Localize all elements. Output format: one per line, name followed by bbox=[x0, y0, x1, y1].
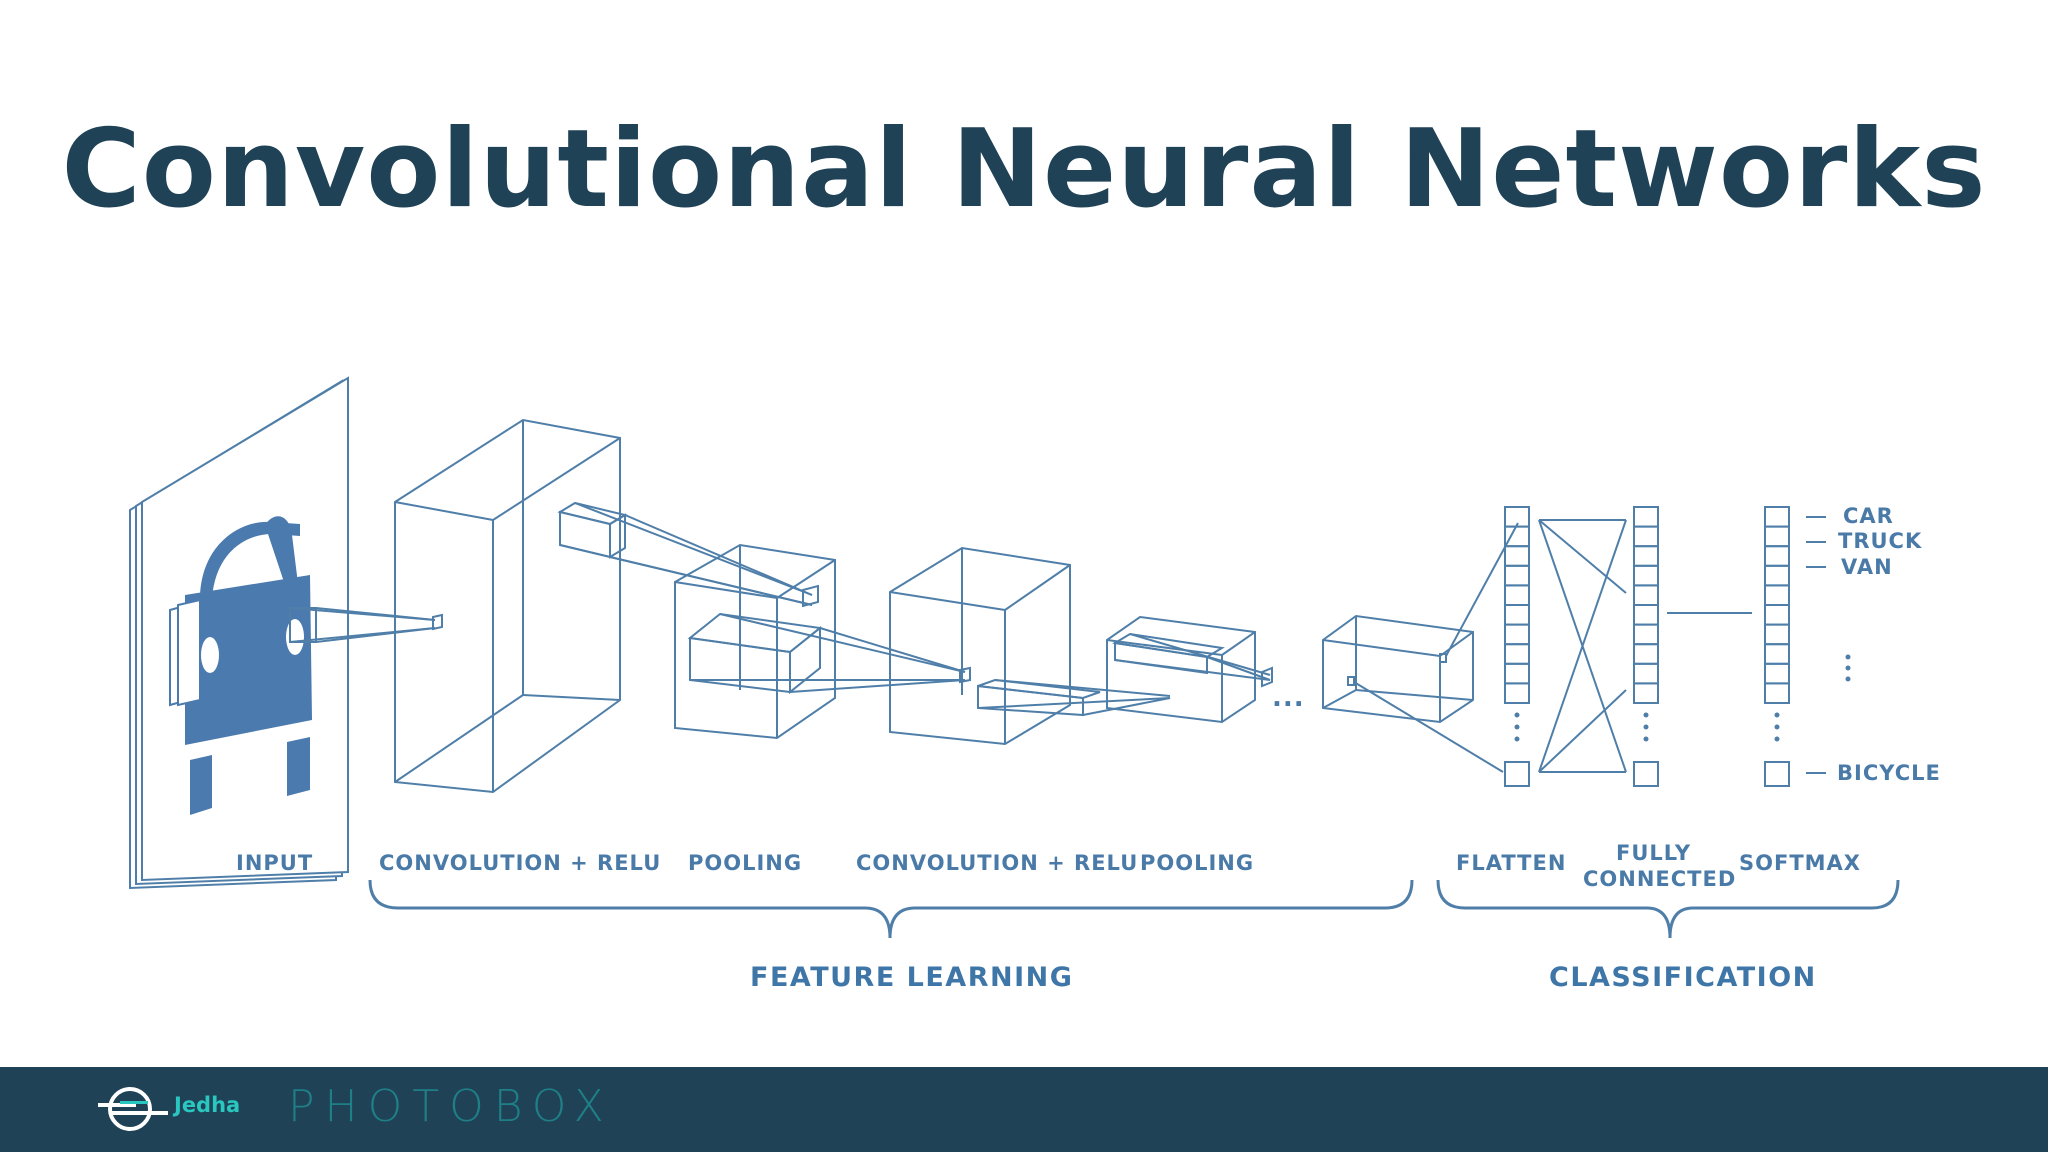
vertical-ellipsis-dot bbox=[1514, 736, 1520, 742]
neuron-cell bbox=[1504, 643, 1530, 665]
class-bicycle: BICYCLE bbox=[1837, 761, 1941, 785]
conv2-volume bbox=[889, 546, 1171, 746]
jedha-logo-icon bbox=[98, 1087, 168, 1131]
neuron-cell bbox=[1633, 643, 1659, 665]
neuron-cell bbox=[1504, 662, 1530, 685]
vertical-ellipsis-dot bbox=[1774, 724, 1780, 730]
footer-bar: Jedha PHOTOBOX bbox=[0, 1067, 2048, 1152]
neuron-cell bbox=[1633, 662, 1659, 685]
class-car: CAR bbox=[1843, 504, 1894, 528]
neuron-cell bbox=[1764, 623, 1790, 646]
classification-brace bbox=[1436, 879, 1900, 939]
fully-connected-column bbox=[1633, 506, 1659, 787]
neuron-cell bbox=[1633, 584, 1659, 607]
label-softmax: SOFTMAX bbox=[1739, 851, 1861, 875]
neuron-cell bbox=[1504, 604, 1530, 626]
neuron-cell bbox=[1504, 682, 1530, 705]
connection-lines bbox=[1353, 519, 1752, 773]
neuron-cell bbox=[1764, 682, 1790, 705]
neuron-cell bbox=[1764, 584, 1790, 607]
cnn-diagram: ... CAR TRUCK VAN bbox=[129, 376, 1941, 993]
neuron-cell bbox=[1764, 545, 1790, 567]
vertical-ellipsis-dot bbox=[1774, 712, 1780, 718]
neuron-cell bbox=[1764, 506, 1790, 528]
neuron-cell bbox=[1633, 545, 1659, 567]
label-pool2: POOLING bbox=[1140, 851, 1254, 875]
jedha-brand: Jedha bbox=[174, 1093, 241, 1117]
class-truck: TRUCK bbox=[1838, 529, 1922, 553]
neuron-cell bbox=[1764, 604, 1790, 626]
vertical-ellipsis-dot bbox=[1774, 736, 1780, 742]
label-conv2: CONVOLUTION + RELU bbox=[856, 851, 1138, 875]
input-image bbox=[129, 376, 436, 890]
neuron-cell-last bbox=[1764, 761, 1790, 787]
pool1-volume bbox=[674, 543, 966, 740]
pool2-volume bbox=[1106, 615, 1273, 724]
neuron-cell bbox=[1633, 564, 1659, 587]
neuron-cell bbox=[1764, 643, 1790, 665]
car-icon bbox=[169, 516, 312, 815]
label-feature-learning: FEATURE LEARNING bbox=[750, 962, 1073, 993]
ellipsis: ... bbox=[1272, 683, 1305, 713]
neuron-cell bbox=[1504, 564, 1530, 587]
vertical-ellipsis-dot bbox=[1643, 712, 1649, 718]
neuron-cell bbox=[1504, 623, 1530, 646]
label-flatten: FLATTEN bbox=[1456, 851, 1566, 875]
softmax-column bbox=[1764, 506, 1790, 787]
photobox-logo: PHOTOBOX bbox=[288, 1081, 614, 1132]
label-fully-connected-2: CONNECTED bbox=[1583, 867, 1736, 891]
neuron-cell bbox=[1504, 584, 1530, 607]
vertical-ellipsis-dot bbox=[1514, 712, 1520, 718]
neuron-cell bbox=[1504, 525, 1530, 548]
feature-learning-brace bbox=[368, 879, 1414, 939]
neuron-cell bbox=[1504, 545, 1530, 567]
neuron-cell bbox=[1764, 564, 1790, 587]
neuron-cell bbox=[1633, 525, 1659, 548]
neuron-cell bbox=[1633, 604, 1659, 626]
flatten-column bbox=[1504, 506, 1530, 787]
class-van: VAN bbox=[1841, 555, 1893, 579]
label-classification: CLASSIFICATION bbox=[1549, 962, 1817, 993]
neuron-cell bbox=[1633, 623, 1659, 646]
neuron-cell bbox=[1633, 506, 1659, 528]
neuron-cell-last bbox=[1504, 761, 1530, 787]
vertical-ellipsis-dot bbox=[1643, 736, 1649, 742]
conv1-volume bbox=[394, 418, 813, 794]
vertical-ellipsis-dot bbox=[1514, 724, 1520, 730]
slide-title: Convolutional Neural Networks bbox=[61, 107, 1987, 232]
neuron-cell bbox=[1764, 525, 1790, 548]
neuron-cell bbox=[1764, 662, 1790, 685]
neuron-cell bbox=[1633, 682, 1659, 705]
output-labels: CAR TRUCK VAN BICYCLE bbox=[1806, 504, 1941, 785]
vertical-ellipsis-dot bbox=[1643, 724, 1649, 730]
label-pool1: POOLING bbox=[688, 851, 802, 875]
label-input: INPUT bbox=[236, 851, 313, 875]
final-volume bbox=[1322, 614, 1474, 724]
label-conv1: CONVOLUTION + RELU bbox=[379, 851, 661, 875]
label-fully-connected-1: FULLY bbox=[1616, 841, 1691, 865]
neuron-cell-last bbox=[1633, 761, 1659, 787]
